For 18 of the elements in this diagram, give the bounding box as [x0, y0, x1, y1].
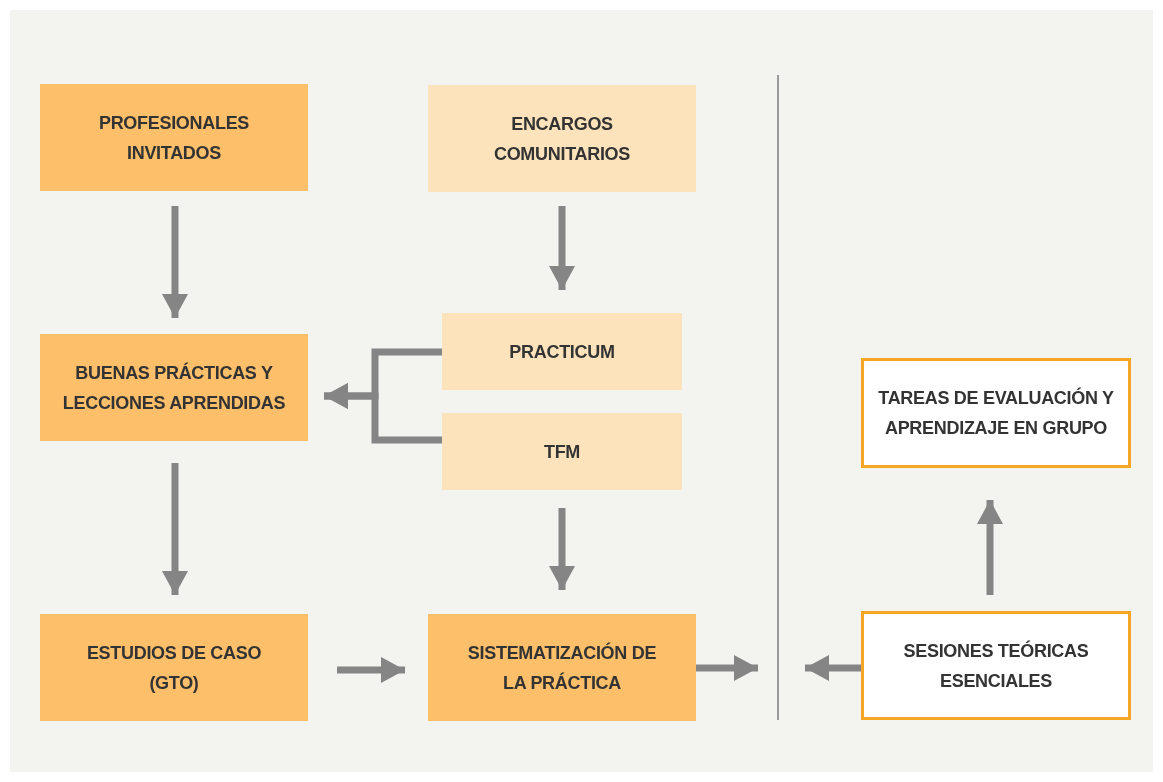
process-box: [428, 85, 696, 192]
box-label: ESTUDIOS DE CASO (GTO): [85, 641, 263, 695]
box-label: PROFESIONALES INVITADOS: [97, 111, 251, 165]
box-label: SISTEMATIZACIÓN DE LA PRÁCTICA: [466, 641, 658, 695]
box-label: ENCARGOS COMUNITARIOS: [492, 112, 632, 166]
process-box: [442, 313, 682, 390]
process-box: [861, 358, 1131, 468]
box-label: PRACTICUM: [509, 340, 615, 364]
process-box: [861, 611, 1131, 720]
process-box: [428, 614, 696, 721]
process-box: [442, 413, 682, 490]
box-label: BUENAS PRÁCTICAS Y LECCIONES APRENDIDAS: [61, 361, 287, 415]
process-box: [40, 84, 308, 191]
process-box: [40, 614, 308, 721]
box-label: TFM: [543, 440, 581, 464]
process-box: [40, 334, 308, 441]
box-label: TAREAS DE EVALUACIÓN Y APRENDIZAJE EN GRUPO: [878, 386, 1114, 440]
box-label: SESIONES TEÓRICAS ESENCIALES: [902, 639, 1090, 693]
